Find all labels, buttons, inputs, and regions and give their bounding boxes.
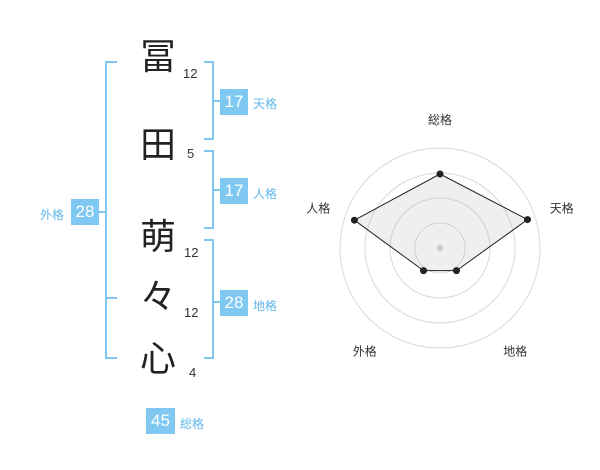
stroke-count-4: 12: [184, 305, 199, 320]
radar-series-area: [353, 173, 529, 272]
radar-ring: [389, 197, 491, 299]
name-char-4: 々: [140, 277, 177, 318]
tenkaku-label: 天格: [253, 97, 278, 111]
radar-axis-label: 天格: [550, 200, 574, 215]
radar-grid: [339, 147, 541, 349]
soukaku-badge: 45: [146, 408, 175, 434]
radar-point: [436, 170, 444, 178]
name-char-3: 萌: [140, 217, 177, 258]
radar-point: [420, 267, 428, 275]
radar-axis-label: 地格: [503, 344, 527, 359]
radar-points: [350, 170, 531, 275]
radar-axis-label: 人格: [306, 200, 330, 215]
chikaku-badge: 28: [220, 290, 248, 316]
jinkaku-badge: 17: [220, 178, 248, 204]
radar-point: [452, 267, 460, 275]
stroke-count-5: 4: [189, 365, 197, 380]
gaikaku-bracket: [105, 61, 117, 359]
gaikaku-badge: 28: [71, 199, 99, 225]
radar-ring: [414, 222, 466, 274]
chikaku-label: 地格: [253, 299, 278, 313]
soukaku-label: 総格: [180, 417, 205, 431]
radar-axis-label: 総格: [428, 112, 452, 127]
stroke-count-3: 12: [184, 245, 199, 260]
chikaku-bracket: [204, 239, 214, 359]
name-char-2: 田: [140, 125, 177, 166]
radar-center: [437, 245, 443, 251]
jinkaku-label: 人格: [253, 187, 278, 201]
tenkaku-badge: 17: [220, 89, 248, 115]
name-char-5: 心: [140, 339, 177, 380]
radar-point: [523, 216, 531, 224]
gaikaku-label: 外格: [40, 208, 65, 222]
radar-axis-label: 外格: [353, 344, 377, 359]
radar-point: [350, 216, 358, 224]
stroke-count-2: 5: [187, 146, 195, 161]
radar-area: [353, 173, 529, 272]
stroke-count-1: 12: [183, 66, 198, 81]
name-char-1: 冨: [140, 37, 177, 78]
